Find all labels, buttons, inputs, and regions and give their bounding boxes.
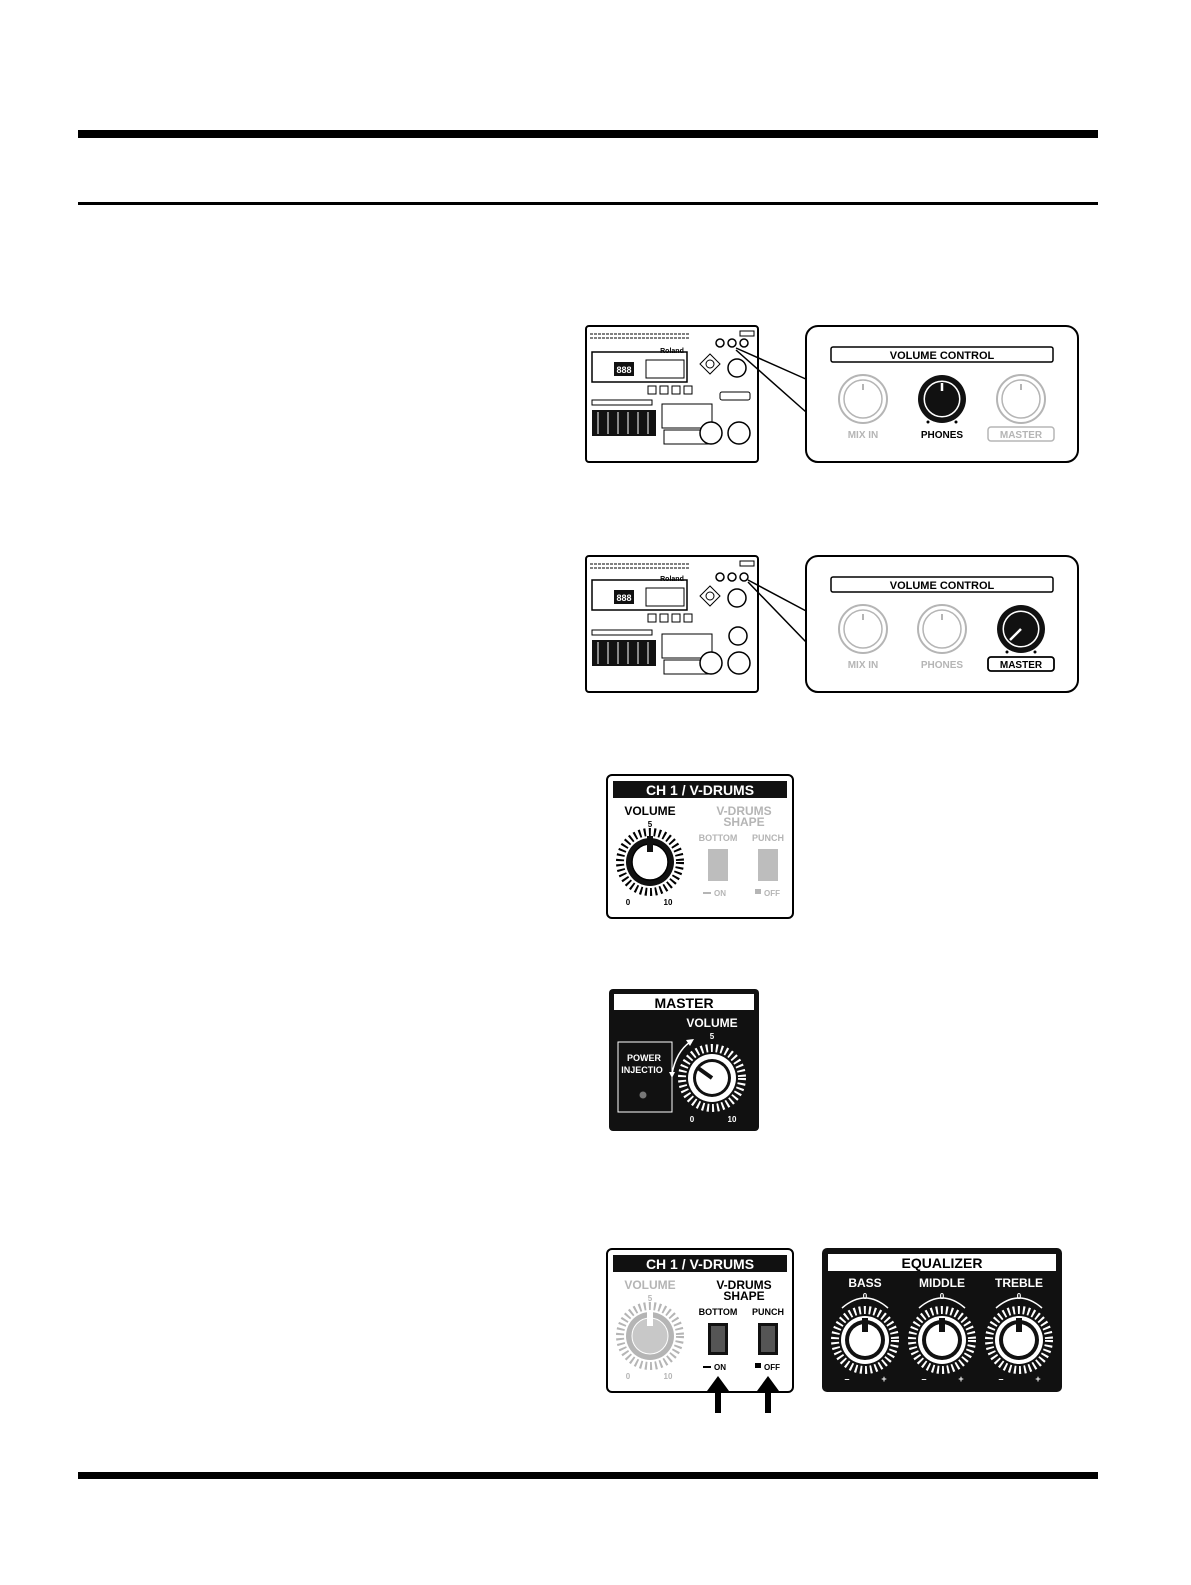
eq-middle-knob[interactable]: [908, 1306, 976, 1374]
ch1-title: CH 1 / V-DRUMS: [646, 782, 754, 798]
shape-label-1: V-DRUMS: [716, 1278, 771, 1292]
eq-middle-center: 0: [940, 1292, 945, 1301]
volume-control-title: VOLUME CONTROL: [890, 350, 995, 362]
phones-knob[interactable]: [917, 604, 967, 654]
master-scale-max: 10: [728, 1115, 737, 1124]
eq-treble-minus: –: [998, 1374, 1003, 1384]
eq-bass-label: BASS: [848, 1276, 881, 1290]
phones-knob[interactable]: [918, 375, 966, 424]
drum-module-illustration: 888 Roland: [585, 325, 759, 463]
bottom-label: BOTTOM: [699, 1307, 738, 1317]
arrow-up-icon: [757, 1376, 779, 1413]
top-thick-rule: [78, 130, 1098, 138]
mix-in-label: MIX IN: [848, 660, 879, 671]
punch-switch[interactable]: [758, 849, 778, 881]
eq-treble-center: 0: [1017, 1292, 1022, 1301]
mix-in-label: MIX IN: [848, 430, 879, 441]
on-label: ON: [714, 1363, 726, 1372]
shape-label-1: V-DRUMS: [716, 804, 771, 818]
figure-ch1-volume: CH 1 / V-DRUMS VOLUME 5 0 10 V-DRUMS SHA…: [606, 774, 794, 919]
ch1-scale-min: 0: [626, 898, 631, 907]
bottom-switch[interactable]: [708, 1323, 728, 1355]
master-scale-mid: 5: [710, 1032, 715, 1041]
master-title: MASTER: [654, 995, 713, 1011]
device-display: 888: [616, 593, 631, 603]
mix-in-knob[interactable]: [838, 374, 888, 424]
phones-label: PHONES: [921, 660, 964, 671]
ch1-volume-knob[interactable]: [616, 828, 684, 896]
device-brand: Roland: [660, 576, 684, 583]
power-injection-led: [639, 1091, 647, 1099]
eq-bass-knob[interactable]: [831, 1306, 899, 1374]
mix-in-knob[interactable]: [838, 604, 888, 654]
master-label: MASTER: [1000, 430, 1043, 441]
on-label: ON: [714, 889, 726, 898]
master-scale-min: 0: [690, 1115, 695, 1124]
eq-title: EQUALIZER: [902, 1255, 983, 1271]
eq-middle-minus: –: [921, 1374, 926, 1384]
ch1-scale-mid: 5: [648, 820, 653, 829]
figure-master-volume: 888 Roland VOLUME CONTROL MIX IN: [585, 555, 1079, 693]
drum-module-illustration: 888 Roland: [585, 555, 759, 693]
volume-control-title: VOLUME CONTROL: [890, 580, 995, 592]
shape-label-2: SHAPE: [723, 1289, 764, 1303]
device-display: 888: [616, 365, 631, 375]
bottom-switch[interactable]: [708, 849, 728, 881]
arrow-up-icon: [707, 1376, 729, 1413]
device-brand: Roland: [660, 348, 684, 355]
eq-treble-plus: +: [1035, 1374, 1040, 1384]
phones-label: PHONES: [921, 430, 964, 441]
power-injection-label-2: INJECTIO: [621, 1065, 663, 1075]
ch1-volume-knob[interactable]: [616, 1302, 684, 1370]
eq-treble-label: TREBLE: [995, 1276, 1043, 1290]
figure-equalizer: EQUALIZER BASS 0 – + MIDDLE 0 – + TREBLE…: [822, 1248, 1062, 1392]
ch1-volume-label: VOLUME: [624, 1278, 675, 1292]
eq-bass-center: 0: [863, 1292, 868, 1301]
eq-bass-plus: +: [881, 1374, 886, 1384]
eq-bass-minus: –: [844, 1374, 849, 1384]
punch-label: PUNCH: [752, 833, 784, 843]
ch1-title: CH 1 / V-DRUMS: [646, 1256, 754, 1272]
off-label: OFF: [764, 889, 780, 898]
punch-label: PUNCH: [752, 1307, 784, 1317]
footer-rule: [78, 1472, 1098, 1479]
figure-ch1-shape: CH 1 / V-DRUMS VOLUME 5 0 10 V-DRUMS SHA…: [606, 1248, 794, 1413]
master-label: MASTER: [1000, 660, 1043, 671]
power-injection-label-1: POWER: [627, 1053, 662, 1063]
ch1-scale-max: 10: [664, 1372, 673, 1381]
ch1-scale-max: 10: [664, 898, 673, 907]
master-knob[interactable]: [997, 605, 1045, 654]
off-label: OFF: [764, 1363, 780, 1372]
shape-label-2: SHAPE: [723, 815, 764, 829]
figure-master-panel: MASTER VOLUME 5 POWER INJECTIO 0 10: [609, 989, 759, 1131]
figure-phones-volume: 888 Roland VOLUME CONTROL M: [585, 325, 1079, 463]
punch-switch[interactable]: [758, 1323, 778, 1355]
bottom-label: BOTTOM: [699, 833, 738, 843]
header-rule: [78, 202, 1098, 205]
master-volume-knob[interactable]: [678, 1044, 746, 1112]
ch1-scale-mid: 5: [648, 1294, 653, 1303]
eq-middle-label: MIDDLE: [919, 1276, 965, 1290]
eq-middle-plus: +: [958, 1374, 963, 1384]
master-knob[interactable]: [996, 374, 1046, 424]
ch1-scale-min: 0: [626, 1372, 631, 1381]
master-volume-label: VOLUME: [686, 1016, 737, 1030]
eq-treble-knob[interactable]: [985, 1306, 1053, 1374]
ch1-volume-label: VOLUME: [624, 804, 675, 818]
